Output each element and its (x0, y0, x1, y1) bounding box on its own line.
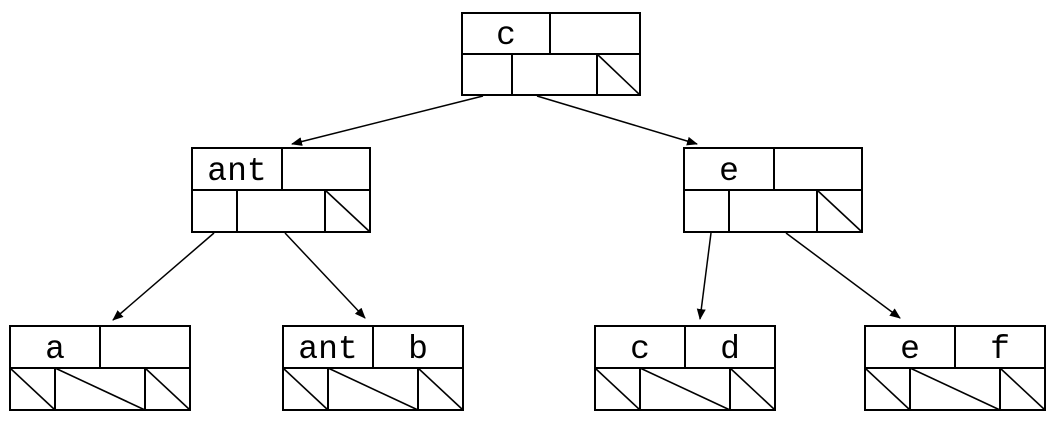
node-leaf-ant-b: ant b (282, 325, 464, 411)
node-leaf-a-key-0: a (45, 331, 65, 368)
node-leaf-e-f: e f (864, 325, 1046, 411)
node-right: e (683, 147, 863, 233)
node-leaf-ant-b-nil-slash-2 (327, 367, 419, 411)
node-leaf-e-f-nil-slash-3 (999, 367, 1046, 411)
node-leaf-a: a (9, 325, 191, 411)
edge-right-to-leaf-c-d-arrow (696, 232, 712, 320)
node-left: ant (191, 147, 371, 233)
node-leaf-e-f-nil-slash-1 (864, 367, 911, 411)
node-root-nil-slash (596, 53, 641, 96)
node-root: c (461, 12, 641, 96)
node-leaf-ant-b-nil-slash-1 (282, 367, 329, 411)
node-leaf-c-d-nil-slash-2 (639, 367, 731, 411)
edge-root-to-left-arrow (291, 95, 484, 146)
node-leaf-e-f-key-0: e (900, 331, 920, 368)
node-left-key-0: ant (207, 153, 266, 190)
node-leaf-a-nil-slash-3 (144, 367, 191, 411)
node-leaf-c-d-nil-slash-1 (594, 367, 641, 411)
node-right-nil-slash (816, 189, 863, 233)
node-leaf-ant-b-nil-slash-3 (417, 367, 464, 411)
edge-left-to-leaf-a-arrow (112, 232, 215, 321)
node-leaf-ant-b-key-1: b (408, 331, 428, 368)
node-left-nil-slash (324, 189, 371, 233)
node-leaf-c-d: c d (594, 325, 776, 411)
node-leaf-c-d-key-0: c (630, 331, 650, 368)
edges (112, 95, 901, 321)
node-leaf-a-nil-slash-1 (9, 367, 56, 411)
edge-root-to-right-arrow (536, 95, 698, 146)
node-leaf-c-d-nil-slash-3 (729, 367, 776, 411)
node-leaf-ant-b-key-0: ant (298, 331, 357, 368)
node-leaf-c-d-key-1: d (720, 331, 740, 368)
node-root-key-0: c (496, 17, 516, 54)
node-leaf-a-nil-slash-2 (54, 367, 146, 411)
edge-right-to-leaf-e-f-arrow (785, 232, 901, 319)
node-leaf-e-f-key-1: f (990, 331, 1010, 368)
node-leaf-e-f-nil-slash-2 (909, 367, 1001, 411)
node-right-key-0: e (719, 153, 739, 190)
edge-left-to-leaf-ant-b-arrow (284, 232, 366, 319)
